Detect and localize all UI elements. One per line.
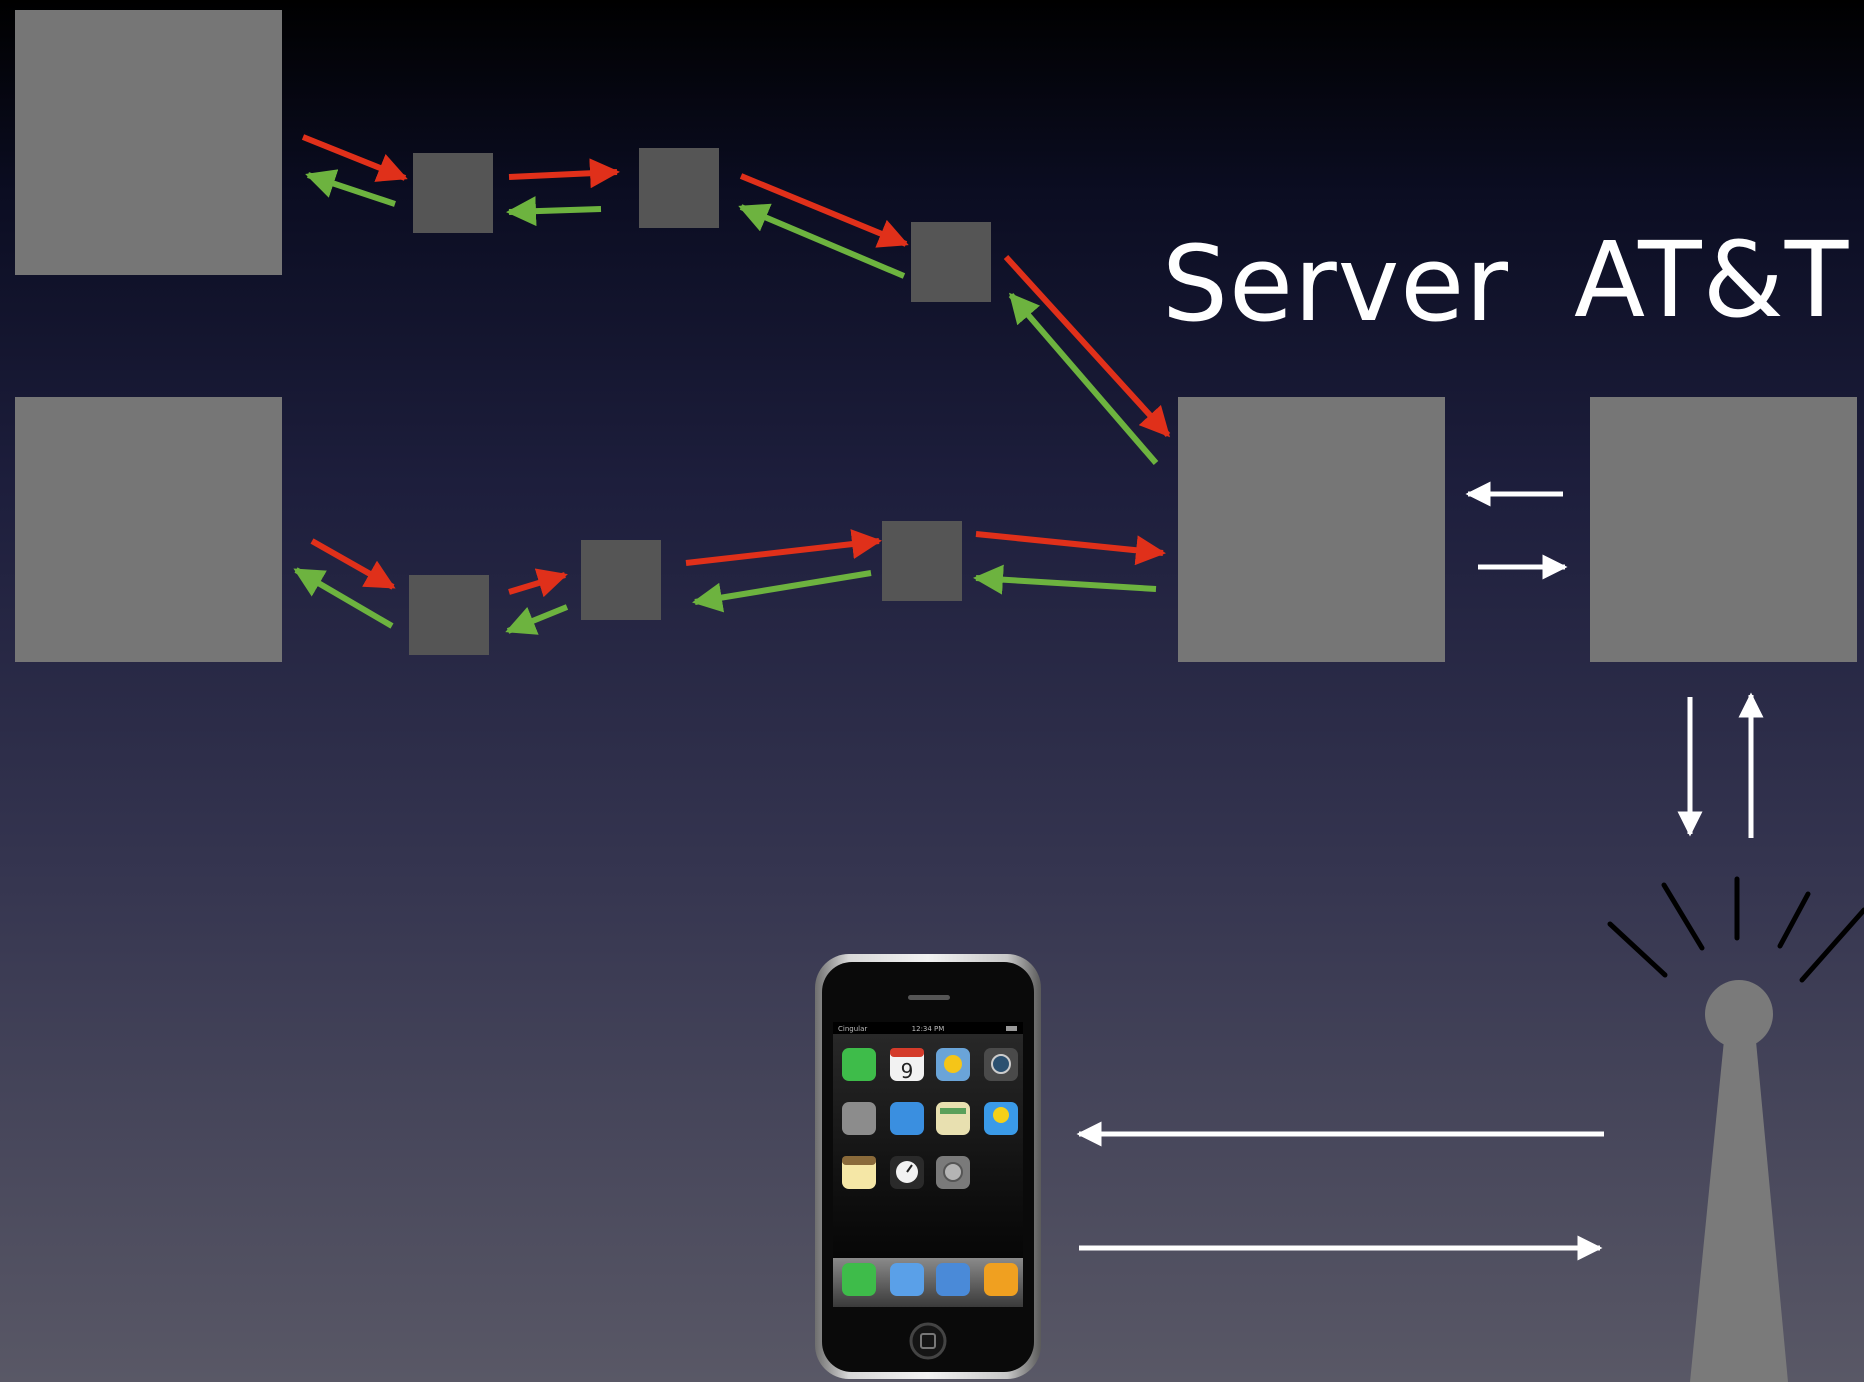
app-icon-calculator xyxy=(842,1102,876,1135)
request-arrow xyxy=(508,158,620,189)
response-arrow xyxy=(1008,292,1159,465)
client-bottom-left-node xyxy=(15,397,282,662)
request-arrow xyxy=(739,173,909,248)
dock-icon-phone xyxy=(842,1263,876,1296)
cell-tower-icon xyxy=(1607,876,1864,1382)
att-node xyxy=(1590,397,1857,662)
app-grid: 9 xyxy=(842,1048,1018,1189)
att-label: AT&T xyxy=(1574,219,1850,341)
dock-icon-safari xyxy=(936,1263,970,1296)
bottom-path-response-arrows xyxy=(293,564,1157,635)
app-icon-text xyxy=(842,1048,876,1081)
signal-waves-icon xyxy=(1607,876,1864,983)
response-arrow xyxy=(973,564,1157,595)
hop-bottom-2-node xyxy=(581,540,661,620)
response-arrow xyxy=(505,604,569,635)
server-node xyxy=(1178,397,1445,662)
top-path-request-arrows xyxy=(301,134,1171,438)
request-arrow xyxy=(508,568,568,598)
server-label: Server xyxy=(1162,223,1510,345)
hop-top-2-node xyxy=(639,148,719,228)
iphone-icon: Cingular 12:34 PM 9 xyxy=(815,954,1041,1379)
home-button xyxy=(909,1322,947,1360)
carrier-text: Cingular xyxy=(838,1025,867,1033)
status-bar: Cingular 12:34 PM xyxy=(833,1022,1023,1034)
att-tower-link-arrows xyxy=(1677,692,1764,838)
response-arrow xyxy=(738,203,906,279)
request-arrow xyxy=(685,529,882,566)
time-text: 12:34 PM xyxy=(912,1025,945,1033)
response-arrow xyxy=(506,196,602,227)
dock-icon-ipod xyxy=(984,1263,1018,1296)
request-arrow xyxy=(301,134,408,182)
speaker-slot xyxy=(908,995,950,1000)
response-arrow xyxy=(305,169,396,207)
response-arrow xyxy=(293,567,394,629)
calendar-day: 9 xyxy=(901,1059,914,1083)
hop-top-1-node xyxy=(413,153,493,233)
app-icon-stocks xyxy=(890,1102,924,1135)
client-top-left-node xyxy=(15,10,282,275)
request-arrow xyxy=(975,531,1166,566)
hop-bottom-1-node xyxy=(409,575,489,655)
app-dock xyxy=(833,1258,1023,1307)
bottom-path-request-arrows xyxy=(310,529,1166,598)
hop-bottom-3-node xyxy=(882,521,962,601)
request-arrow xyxy=(1003,254,1171,438)
request-arrow xyxy=(310,538,396,590)
app-icon-maps xyxy=(936,1102,970,1135)
dock-icon-mail xyxy=(890,1263,924,1296)
tower-phone-link-arrows xyxy=(1076,1121,1604,1261)
server-att-link-arrows xyxy=(1465,481,1568,580)
response-arrow xyxy=(692,570,872,613)
battery-icon xyxy=(1006,1026,1017,1031)
hop-top-3-node xyxy=(911,222,991,302)
top-path-response-arrows xyxy=(305,169,1159,465)
